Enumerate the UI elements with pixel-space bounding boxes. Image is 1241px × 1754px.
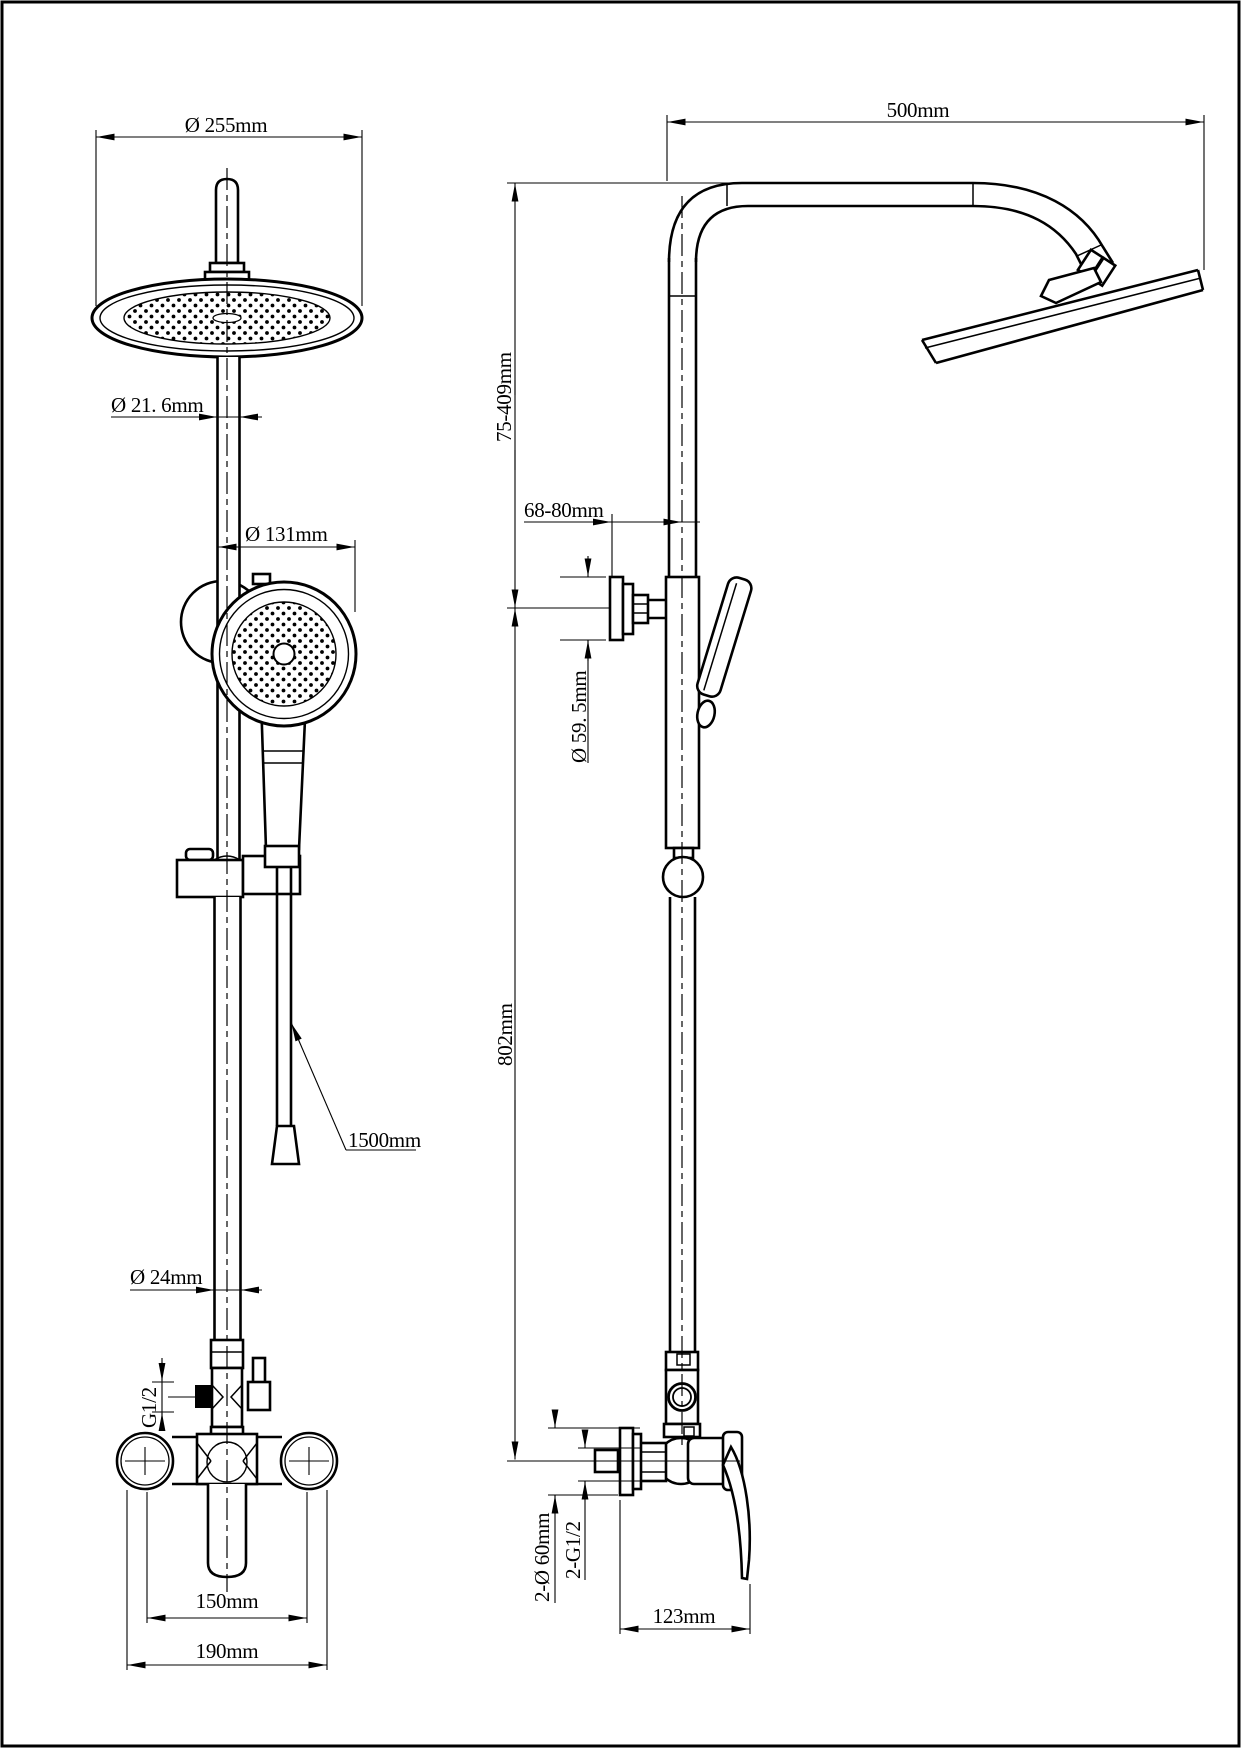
overhead-shower-front — [90, 177, 364, 359]
connector-nut — [638, 1441, 668, 1483]
dim-label: 123mm — [653, 1604, 716, 1628]
dim-label: Ø 24mm — [130, 1265, 202, 1289]
dim-hose-length: 1500mm — [290, 1023, 421, 1152]
dim-label: 190mm — [196, 1639, 259, 1663]
dim-valve-depth: 123mm — [619, 1500, 751, 1634]
riser-pipe-lower — [213, 897, 242, 1340]
dim-top-pipe-diameter: Ø 21. 6mm — [111, 393, 262, 421]
dim-label: 1500mm — [348, 1128, 421, 1152]
hand-shower-tab — [251, 572, 272, 586]
dim-arm-length: 500mm — [666, 98, 1205, 270]
shower-hose — [263, 844, 301, 1166]
side-view: 500mm 75-409mm 68-80mm Ø 59. 5mm — [492, 98, 1205, 1634]
dim-riser-diameter: Ø 24mm — [130, 1265, 262, 1294]
dim-label: 150mm — [196, 1589, 259, 1613]
dim-label: 500mm — [887, 98, 950, 122]
hand-shower-handle-side — [695, 576, 753, 698]
dim-label: Ø 21. 6mm — [111, 393, 203, 417]
dim-head-height-range: 75-409mm — [492, 182, 745, 609]
dim-wall-to-pipe: 68-80mm — [524, 498, 700, 577]
hose-hook-ring — [695, 699, 717, 729]
overhead-shower-side — [920, 247, 1205, 365]
dim-label: 802mm — [493, 1003, 517, 1066]
hand-shower-side — [695, 576, 753, 729]
dim-label: 68-80mm — [524, 498, 604, 522]
lever-handle — [721, 1444, 752, 1581]
hand-shower-front — [210, 580, 358, 851]
dim-label: G1/2 — [137, 1387, 161, 1428]
dim-label: Ø 255mm — [185, 113, 268, 137]
dim-hand-shower-diameter: Ø 131mm — [218, 522, 356, 612]
dim-connection-thread: 2-G1/2 — [561, 1429, 642, 1580]
dim-bracket-flange-diameter: Ø 59. 5mm — [560, 556, 606, 763]
dim-label: Ø 131mm — [245, 522, 328, 546]
diverter-valve-front — [168, 1338, 272, 1439]
diverter-stub — [251, 1356, 267, 1385]
dim-head-diameter: Ø 255mm — [95, 113, 363, 306]
dim-label: 75-409mm — [492, 352, 516, 442]
dim-label: Ø 59. 5mm — [567, 671, 591, 763]
hose-end-cone — [270, 1124, 301, 1166]
hose-connector — [263, 844, 301, 869]
slider-knob-front — [184, 847, 215, 862]
bracket-flange — [608, 575, 625, 642]
shower-arm — [667, 181, 1115, 272]
dim-label: 2-Ø 60mm — [530, 1513, 554, 1602]
head-mount-cone — [1039, 266, 1103, 305]
dim-body-width: 190mm — [126, 1490, 328, 1670]
dim-riser-height: 802mm — [493, 608, 600, 1462]
inlet-nut — [195, 1385, 212, 1408]
wall-bracket-side — [608, 575, 667, 642]
dim-inlet-thread: G1/2 — [137, 1358, 174, 1431]
slider-knob-side — [661, 855, 705, 899]
dim-label: 2-G1/2 — [561, 1521, 585, 1579]
front-view: Ø 255mm Ø 21. 6mm Ø 131mm 1500mm Ø 24mm — [90, 113, 421, 1670]
dim-inlet-center-distance: 150mm — [146, 1492, 308, 1623]
diverter-knob — [246, 1380, 272, 1412]
mixer-valve-front — [115, 1431, 339, 1579]
